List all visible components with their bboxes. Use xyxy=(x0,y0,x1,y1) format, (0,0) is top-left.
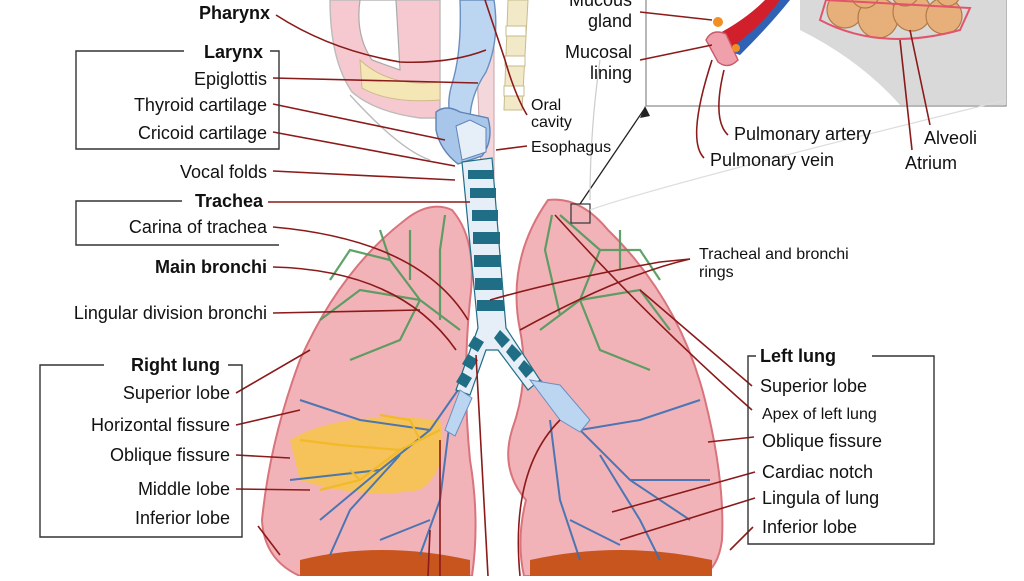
label-epiglottis: Epiglottis xyxy=(194,69,267,89)
label-horizontal-fissure: Horizontal fissure xyxy=(91,415,230,435)
label-mucosal-lining-2: lining xyxy=(590,63,632,83)
pulmonary-vein-vessel xyxy=(716,0,780,50)
left-main-bronchus xyxy=(528,379,591,433)
label-vocal-folds: Vocal folds xyxy=(180,162,267,182)
labels: Pharynx Larynx Epiglottis Thyroid cartil… xyxy=(74,0,977,537)
label-pulmonary-vein: Pulmonary vein xyxy=(710,150,834,170)
tracheal-rings xyxy=(456,170,534,388)
zoom-indicator xyxy=(570,59,1007,224)
label-thyroid-cartilage: Thyroid cartilage xyxy=(134,95,267,115)
label-alveoli: Alveoli xyxy=(924,128,977,148)
label-main-bronchi: Main bronchi xyxy=(155,257,267,277)
label-left-superior-lobe: Superior lobe xyxy=(760,376,867,396)
label-cardiac-notch: Cardiac notch xyxy=(762,462,873,482)
label-brackets xyxy=(39,50,935,545)
label-mucous-gland-2: gland xyxy=(588,11,632,31)
label-carina: Carina of trachea xyxy=(129,217,268,237)
lungs xyxy=(260,198,724,577)
label-lingular-division: Lingular division bronchi xyxy=(74,303,267,323)
label-pulmonary-artery: Pulmonary artery xyxy=(734,124,871,144)
label-right-superior-lobe: Superior lobe xyxy=(123,383,230,403)
label-left-lung: Left lung xyxy=(760,346,836,366)
label-tracheal-rings-2: rings xyxy=(699,264,734,281)
label-oral-cavity-2: cavity xyxy=(531,114,572,131)
right-main-bronchus xyxy=(444,389,473,437)
label-lingula: Lingula of lung xyxy=(762,488,879,508)
label-esophagus: Esophagus xyxy=(531,139,611,156)
label-tracheal-rings-1: Tracheal and bronchi xyxy=(699,246,849,263)
label-mucous-gland-1: Mucous xyxy=(569,0,632,10)
label-left-inferior-lobe: Inferior lobe xyxy=(762,517,857,537)
trachea-and-bronchi xyxy=(444,157,591,437)
label-right-oblique-fissure: Oblique fissure xyxy=(110,445,230,465)
label-right-lung: Right lung xyxy=(131,355,220,375)
label-apex-left-lung: Apex of left lung xyxy=(762,406,877,423)
bronchial-tree-yellow xyxy=(299,413,441,492)
middle-lobe-yellow xyxy=(290,417,443,494)
label-atrium: Atrium xyxy=(905,153,957,173)
leader-lines xyxy=(235,0,931,577)
label-larynx: Larynx xyxy=(204,42,263,62)
bronchial-tree-blue xyxy=(289,379,710,561)
label-cricoid-cartilage: Cricoid cartilage xyxy=(138,123,267,143)
label-oral-cavity-1: Oral xyxy=(531,97,561,114)
label-left-oblique-fissure: Oblique fissure xyxy=(762,431,882,451)
label-pharynx: Pharynx xyxy=(199,3,270,23)
alveoli-inset xyxy=(645,0,1007,107)
label-right-inferior-lobe: Inferior lobe xyxy=(135,508,230,528)
label-middle-lobe: Middle lobe xyxy=(138,479,230,499)
label-mucosal-lining-1: Mucosal xyxy=(565,42,632,62)
right-lung-shape xyxy=(260,205,477,577)
label-trachea: Trachea xyxy=(195,191,264,211)
